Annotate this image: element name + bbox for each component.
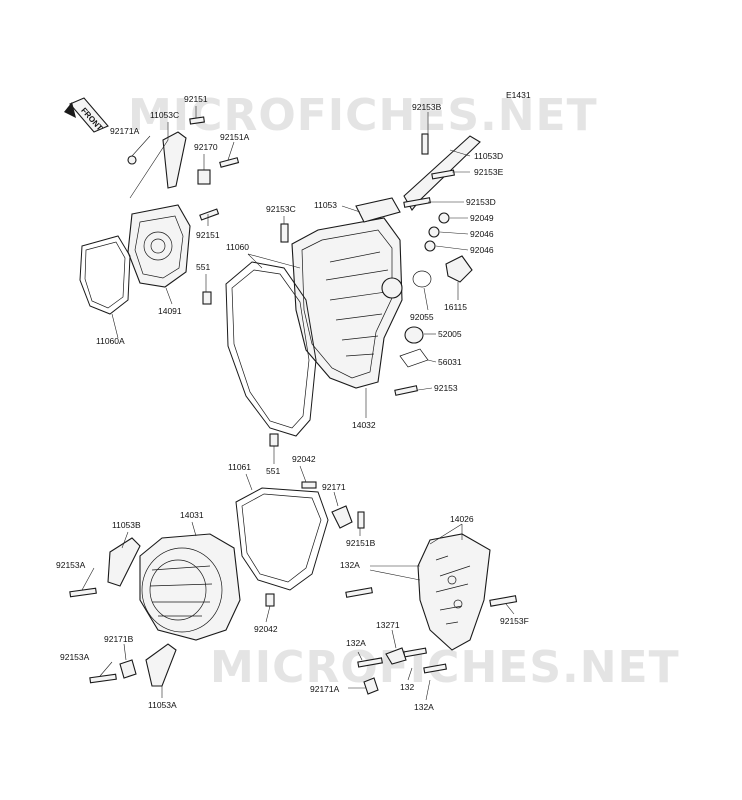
bracket-11053 bbox=[355, 197, 401, 223]
front-arrow-icon: FRONT bbox=[64, 97, 109, 133]
generator-cover-14031 bbox=[139, 533, 241, 641]
callout-label: 92153E bbox=[474, 167, 504, 177]
callout-label: 92153A bbox=[56, 560, 86, 570]
callout-label: 551 bbox=[196, 262, 210, 272]
callout-label: 92151 bbox=[196, 230, 220, 240]
callout-label: 92171A bbox=[310, 684, 340, 694]
callout-label: 551 bbox=[266, 466, 280, 476]
bolts-upper-left bbox=[127, 116, 240, 305]
lower-right-bolts bbox=[345, 587, 518, 695]
callout-label: 11060A bbox=[96, 336, 125, 346]
callout-label: 11053B bbox=[112, 520, 141, 530]
callout-label: 92153A bbox=[60, 652, 90, 662]
chain-cover-14026 bbox=[417, 533, 491, 651]
callout-label: 132A bbox=[340, 560, 360, 570]
callout-label: 92042 bbox=[254, 624, 278, 634]
callout-label: 52005 bbox=[438, 329, 462, 339]
callout-label: 11060 bbox=[226, 242, 249, 252]
bracket-11053c bbox=[162, 131, 187, 189]
callout-label: 92153D bbox=[466, 197, 496, 207]
callout-label: 132 bbox=[400, 682, 414, 692]
pulser-cover-14091 bbox=[127, 204, 191, 288]
callout-label: 92151 bbox=[184, 94, 208, 104]
callout-label: 92171A bbox=[110, 126, 140, 136]
watermark-top: MICROFICHES.NET bbox=[128, 90, 598, 141]
callout-label: 92171 bbox=[322, 482, 346, 492]
callout-label: 14026 bbox=[450, 514, 474, 524]
callout-label: 11061 bbox=[228, 462, 251, 472]
callout-label: 11053A bbox=[148, 700, 177, 710]
lower-left-bolts bbox=[69, 481, 365, 684]
callout-label: 13271 bbox=[376, 620, 400, 630]
callout-label: 14032 bbox=[352, 420, 376, 430]
callout-label: 11053 bbox=[314, 200, 337, 210]
callout-label: 92046 bbox=[470, 229, 494, 239]
callout-label: 92042 bbox=[292, 454, 316, 464]
callout-label: 16115 bbox=[444, 302, 467, 312]
bracket-11053a bbox=[145, 643, 177, 687]
gasket-11061 bbox=[235, 487, 329, 591]
bracket-11053b bbox=[107, 537, 141, 587]
callout-label: 14091 bbox=[158, 306, 182, 316]
callout-label: 92153F bbox=[500, 616, 529, 626]
callout-label: 92046 bbox=[470, 245, 494, 255]
callout-label: 92171B bbox=[104, 634, 134, 644]
callout-label: 56031 bbox=[438, 357, 462, 367]
callout-label: 132A bbox=[346, 638, 366, 648]
gasket-11060a bbox=[79, 235, 131, 315]
callout-label: 132A bbox=[414, 702, 434, 712]
leader-lines bbox=[81, 106, 515, 701]
upper-middle-bolts bbox=[269, 133, 473, 447]
callout-label: 92055 bbox=[410, 312, 434, 322]
callout-label: 14031 bbox=[180, 510, 204, 520]
callout-label: 11053C bbox=[150, 110, 179, 120]
diagram-ref-code: E1431 bbox=[506, 90, 531, 100]
callout-label: 92153C bbox=[266, 204, 296, 214]
callout-label: 92151A bbox=[220, 132, 250, 142]
callout-label: 92170 bbox=[194, 142, 218, 152]
callout-label: 92153 bbox=[434, 383, 458, 393]
callout-label: 11053D bbox=[474, 151, 503, 161]
callout-label: 92049 bbox=[470, 213, 494, 223]
callout-label: 92153B bbox=[412, 102, 442, 112]
callout-labels: 92151 11053C 92171A 92170 92151A 92151 1… bbox=[56, 94, 529, 712]
callout-label: 92151B bbox=[346, 538, 376, 548]
gasket-11060 bbox=[225, 261, 317, 437]
